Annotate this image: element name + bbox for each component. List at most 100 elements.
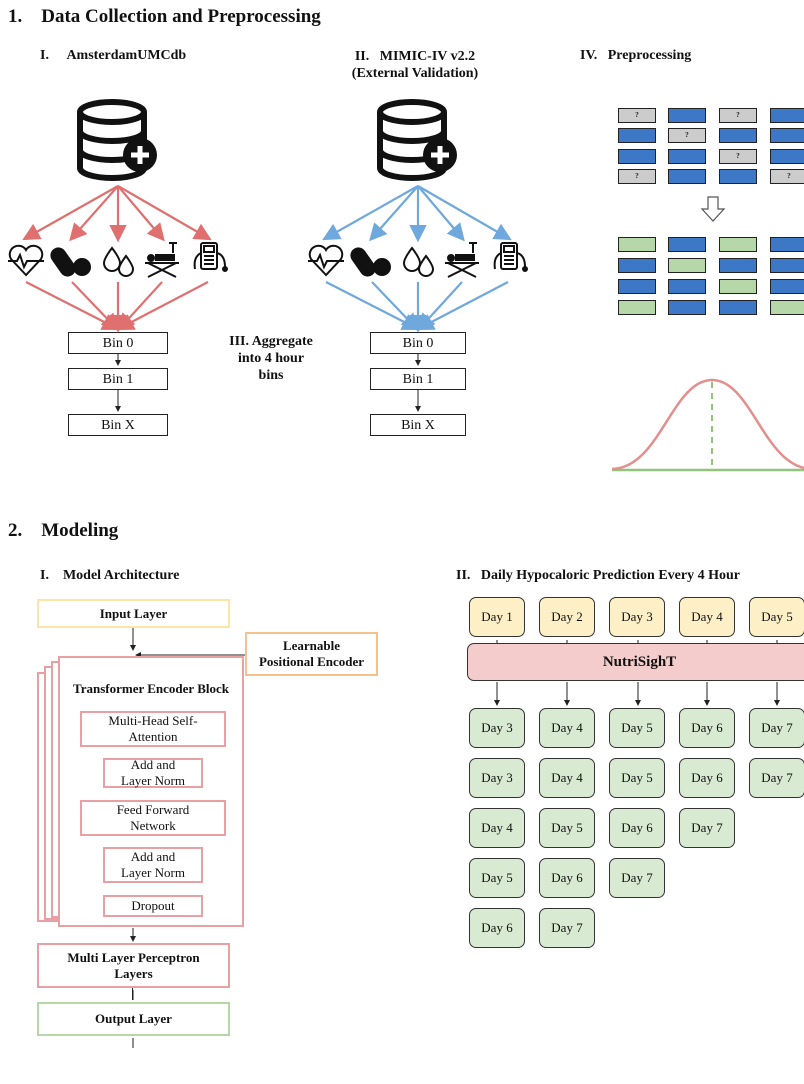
amsterdam-arrows (22, 185, 212, 333)
output-day-box: Day 4 (469, 808, 525, 848)
aggregate-line1: III. Aggregate (229, 334, 313, 349)
output-day-box: Day 7 (609, 858, 665, 898)
data-cell (719, 169, 757, 184)
dropout: Dropout (103, 895, 203, 917)
hospital-bed-icon (445, 242, 479, 278)
bin-box: Bin 1 (370, 368, 466, 390)
prediction-label: II. Daily Hypocaloric Prediction Every 4… (456, 568, 740, 583)
data-cell (618, 128, 656, 143)
mhsa-line2: Attention (128, 729, 178, 744)
imputed-cell (719, 237, 757, 252)
normal-distribution-curve (611, 378, 804, 472)
addnorm2-line1: Add and (130, 849, 176, 864)
bin-box: Bin X (370, 414, 466, 436)
imputed-cell (770, 300, 804, 315)
imputed-cell (719, 279, 757, 294)
data-cell (770, 128, 804, 143)
mimic-label-line1: II. MIMIC-IV v2.2 (354, 49, 476, 64)
heart-monitor-icon (8, 244, 44, 277)
encoder-title: Transformer Encoder Block (73, 681, 229, 696)
input-layer: Input Layer (37, 599, 230, 628)
addnorm1-line1: Add and (130, 757, 176, 772)
pills-icon (50, 247, 91, 277)
data-cell (719, 258, 757, 273)
input-day-box: Day 5 (749, 597, 804, 637)
missing-cell: ? (618, 169, 656, 184)
input-day-box: Day 1 (469, 597, 525, 637)
mlp-layers: Multi Layer Perceptron Layers (37, 943, 230, 988)
missing-cell: ? (668, 128, 706, 143)
missing-cell: ? (618, 108, 656, 123)
mlp-line2: Layers (114, 965, 153, 981)
mimic-label: II. MIMIC-IV v2.2 (External Validation) (320, 48, 510, 82)
output-day-box: Day 4 (539, 708, 595, 748)
mimic-arrows (322, 185, 512, 333)
output-day-box: Day 5 (609, 758, 665, 798)
aggregate-line3: bins (258, 368, 284, 383)
data-cell (618, 258, 656, 273)
output-day-box: Day 6 (679, 708, 735, 748)
addnorm1-line2: Layer Norm (121, 773, 185, 788)
bin-box: Bin X (68, 414, 168, 436)
positional-encoder: Learnable Positional Encoder (245, 632, 378, 676)
missing-cell: ? (719, 149, 757, 164)
output-day-box: Day 3 (469, 708, 525, 748)
data-cell (668, 237, 706, 252)
output-day-box: Day 7 (679, 808, 735, 848)
output-day-box: Day 6 (609, 808, 665, 848)
positional-encoder-line1: Learnable (282, 638, 341, 653)
output-day-box: Day 6 (679, 758, 735, 798)
output-day-box: Day 7 (539, 908, 595, 948)
data-cell (719, 128, 757, 143)
bin-box: Bin 1 (68, 368, 168, 390)
input-day-box: Day 2 (539, 597, 595, 637)
output-day-box: Day 7 (749, 708, 804, 748)
aggregate-line2: into 4 hour (237, 351, 305, 366)
heart-monitor-icon (308, 244, 344, 277)
down-arrow-icon (700, 196, 726, 222)
section-1-title: 1. Data Collection and Preprocessing (8, 6, 321, 27)
mlp-to-output-connector (132, 988, 133, 1000)
drops-icon (102, 246, 135, 277)
output-day-box: Day 3 (469, 758, 525, 798)
section-2-title: 2. Modeling (8, 520, 119, 541)
addnorm2-line2: Layer Norm (121, 865, 185, 880)
hospital-bed-icon (145, 242, 179, 278)
data-cell (618, 279, 656, 294)
bin-arrows (115, 354, 421, 412)
positional-encoder-line2: Positional Encoder (258, 654, 365, 669)
add-and-norm-1: Add and Layer Norm (103, 757, 203, 788)
imputed-cell (618, 300, 656, 315)
missing-cell: ? (719, 108, 757, 123)
architecture-label: I. Model Architecture (40, 568, 180, 583)
mhsa-line1: Multi-Head Self- (108, 713, 198, 728)
output-day-box: Day 6 (539, 858, 595, 898)
pills-icon (350, 247, 391, 277)
data-cell (770, 149, 804, 164)
output-day-box: Day 5 (609, 708, 665, 748)
ffn-line1: Feed Forward (116, 802, 190, 817)
data-cell (668, 279, 706, 294)
input-day-box: Day 3 (609, 597, 665, 637)
preprocessing-label: IV. Preprocessing (580, 48, 692, 63)
bin-box: Bin 0 (68, 332, 168, 354)
data-cell (668, 169, 706, 184)
mimic-label-line2: (External Validation) (351, 66, 479, 81)
data-cell (668, 149, 706, 164)
data-cell (719, 300, 757, 315)
ventilator-icon (493, 242, 528, 272)
missing-cell: ? (770, 169, 804, 184)
imputed-cell (668, 258, 706, 273)
output-layer: Output Layer (37, 1002, 230, 1036)
mlp-line1: Multi Layer Perceptron (67, 949, 200, 965)
data-cell (618, 149, 656, 164)
output-day-box: Day 5 (539, 808, 595, 848)
data-cell (668, 300, 706, 315)
ffn-line2: Network (130, 818, 176, 833)
imputed-cell (618, 237, 656, 252)
data-cell (770, 279, 804, 294)
drops-icon (402, 246, 435, 277)
amsterdam-label: I. AmsterdamUMCdb (40, 48, 187, 63)
data-cell (770, 258, 804, 273)
